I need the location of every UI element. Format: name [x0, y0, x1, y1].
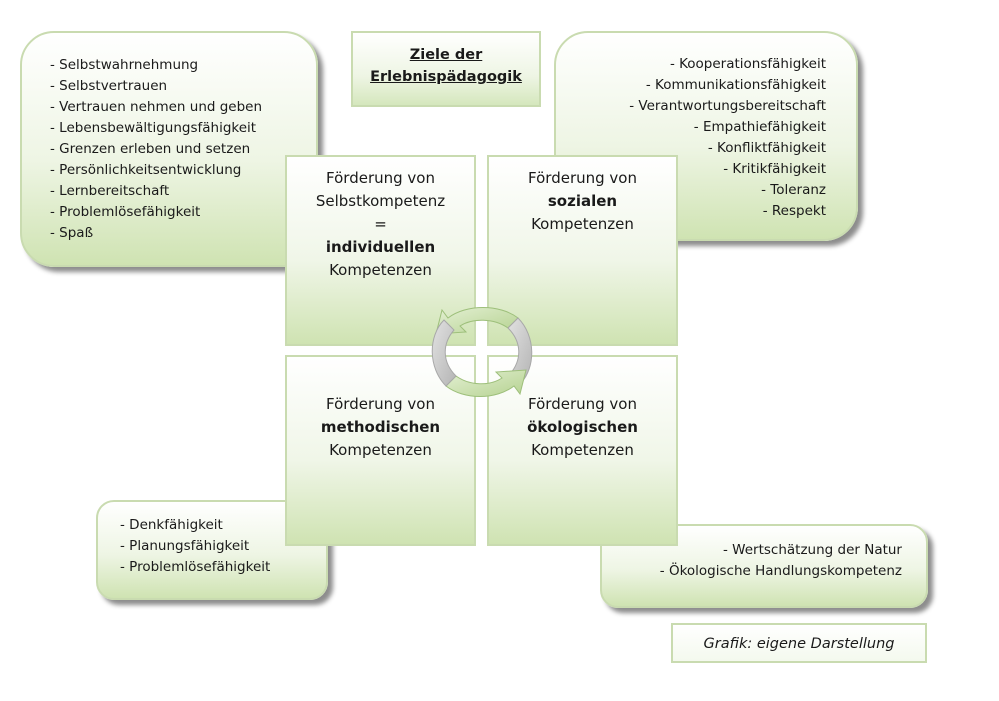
list-item: Toleranz [629, 180, 826, 201]
diagram-title: Ziele der Erlebnispädagogik [351, 31, 541, 107]
quadrant-line: Förderung von [326, 169, 435, 187]
quadrant-keyword: sozialen [547, 192, 618, 210]
quadrant-line: Förderung von [528, 169, 637, 187]
quadrant-line: Kompetenzen [531, 215, 634, 233]
quadrant-line: = [374, 215, 387, 233]
list-item: Kooperationsfähigkeit [629, 54, 826, 75]
cycle-arrow-left [431, 319, 457, 387]
list-item: Lebensbewältigungsfähigkeit [50, 118, 262, 139]
quadrant-line: Förderung von [326, 395, 435, 413]
list-item: Denkfähigkeit [120, 515, 270, 536]
list-item: Ökologische Handlungskompetenz [660, 561, 902, 582]
list-item: Verantwortungsbereitschaft [629, 96, 826, 117]
social-competence-list: Kooperationsfähigkeit Kommunikationsfähi… [629, 54, 826, 222]
quadrant-social-competence: Förderung von sozialen Kompetenzen [487, 155, 678, 346]
quadrant-line: Kompetenzen [329, 261, 432, 279]
list-item: Respekt [629, 201, 826, 222]
title-line: Ziele der [409, 47, 483, 63]
graphic-credit: Grafik: eigene Darstellung [671, 623, 927, 663]
list-item: Empathiefähigkeit [629, 117, 826, 138]
quadrant-keyword: ökologischen [527, 418, 638, 436]
list-item: Konfliktfähigkeit [629, 138, 826, 159]
list-item: Problemlösefähigkeit [120, 557, 270, 578]
list-item: Wertschätzung der Natur [660, 540, 902, 561]
list-item: Selbstwahrnehmung [50, 55, 262, 76]
cycle-arrow-bottom [445, 369, 527, 397]
list-item: Spaß [50, 223, 262, 244]
list-item: Selbstvertrauen [50, 76, 262, 97]
list-item: Problemlösefähigkeit [50, 202, 262, 223]
list-item: Persönlichkeitsentwicklung [50, 160, 262, 181]
quadrant-keyword: individuellen [325, 238, 436, 256]
cycle-arrows-icon [431, 307, 533, 397]
list-item: Vertrauen nehmen und geben [50, 97, 262, 118]
method-competence-list-box: Denkfähigkeit Planungsfähigkeit Probleml… [96, 500, 328, 600]
list-item: Grenzen erleben und setzen [50, 139, 262, 160]
self-competence-list-box: Selbstwahrnehmung Selbstvertrauen Vertra… [20, 31, 318, 267]
list-item: Kritikfähigkeit [629, 159, 826, 180]
method-competence-list: Denkfähigkeit Planungsfähigkeit Probleml… [120, 515, 270, 578]
list-item: Lernbereitschaft [50, 181, 262, 202]
eco-competence-list: Wertschätzung der Natur Ökologische Hand… [660, 540, 902, 582]
list-item: Kommunikationsfähigkeit [629, 75, 826, 96]
quadrant-line: Kompetenzen [329, 441, 432, 459]
list-item: Planungsfähigkeit [120, 536, 270, 557]
self-competence-list: Selbstwahrnehmung Selbstvertrauen Vertra… [50, 55, 262, 244]
quadrant-line: Kompetenzen [531, 441, 634, 459]
quadrant-line: Selbstkompetenz [315, 192, 446, 210]
quadrant-line: Förderung von [528, 395, 637, 413]
quadrant-keyword: methodischen [320, 418, 441, 436]
quadrant-method-competence: Förderung von methodischen Kompetenzen [285, 355, 476, 546]
title-line: Erlebnispädagogik [370, 69, 522, 85]
